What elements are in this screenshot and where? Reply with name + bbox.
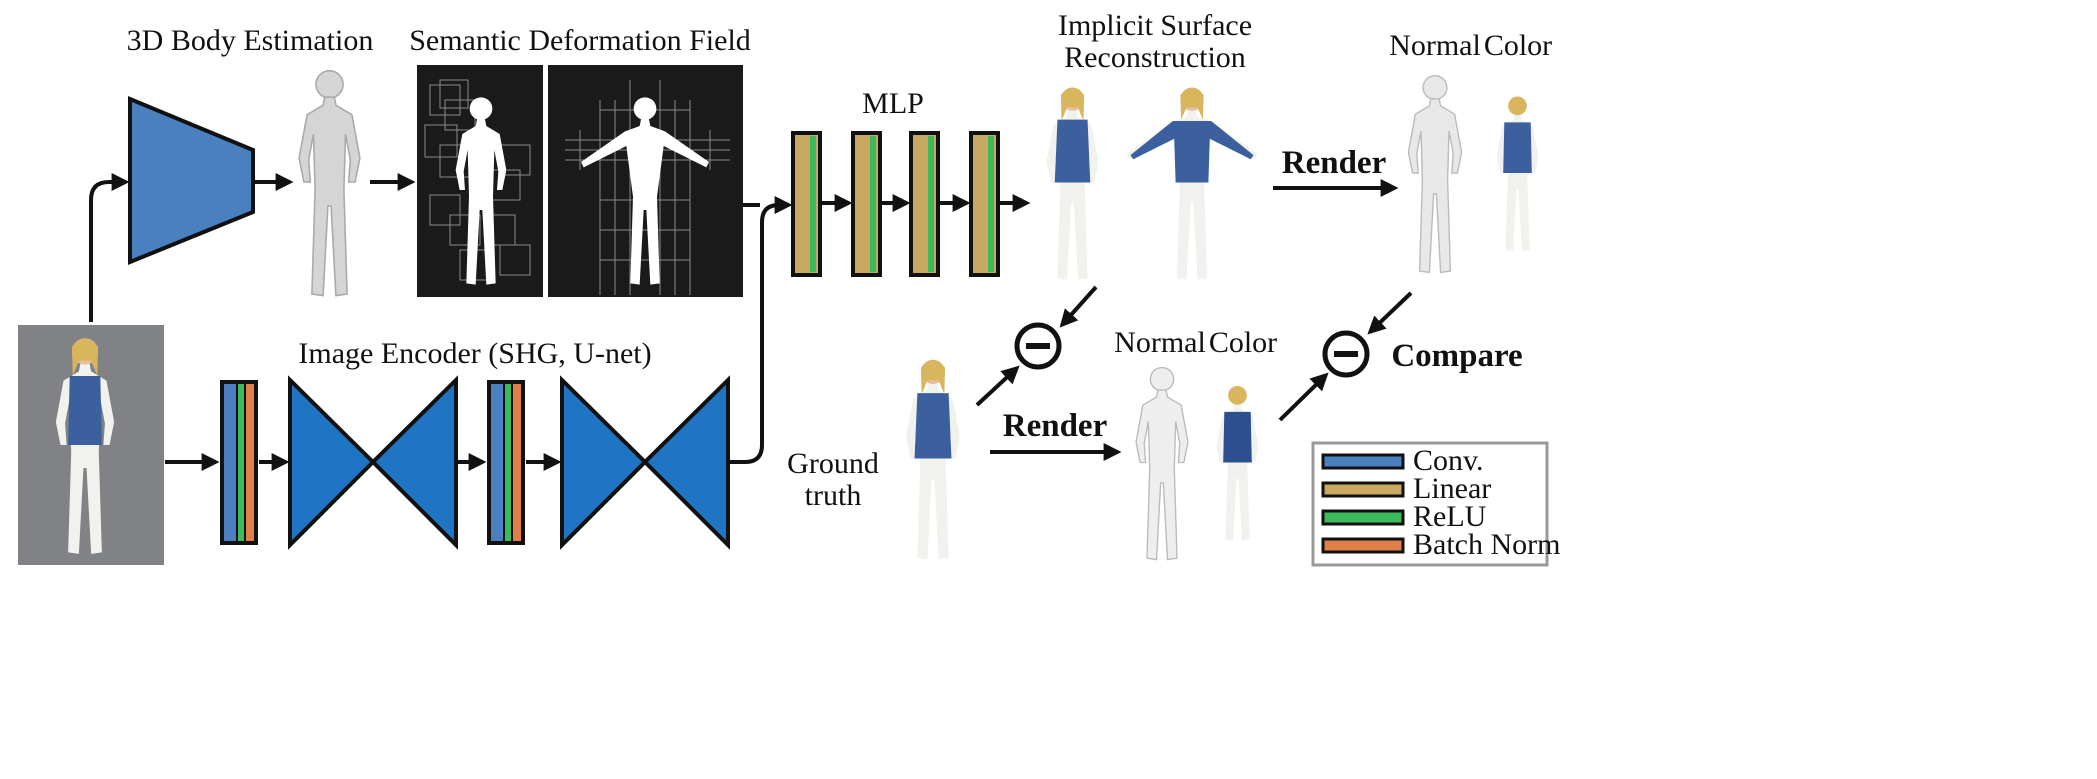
legend-item-conv: Conv. <box>1321 444 1484 477</box>
body-mesh-person-figure-icon <box>299 71 360 296</box>
normal-top-label: Normal <box>1389 29 1481 62</box>
compare-label: Compare <box>1391 338 1522 374</box>
normal-bottom-label: Normal <box>1114 326 1206 359</box>
color-bottom-label: Color <box>1209 326 1277 359</box>
body-encoder-block <box>128 96 255 265</box>
legend-label-linear: Linear <box>1413 472 1491 505</box>
legend-label-conv: Conv. <box>1413 444 1484 477</box>
input-photo <box>18 325 164 565</box>
mlp-label: MLP <box>862 87 924 120</box>
render-top-label: Render <box>1282 145 1386 181</box>
reconstruction-tpose-person-figure-icon <box>1126 87 1257 280</box>
legend-item-relu: ReLU <box>1321 500 1487 533</box>
ground-truth-person-figure-icon <box>906 359 960 560</box>
legend-label-batch-norm: Batch Norm <box>1413 528 1560 561</box>
mlp-block-1 <box>791 131 822 277</box>
legend-item-batch-norm: Batch Norm <box>1321 528 1560 561</box>
arrow-icon <box>1059 285 1098 328</box>
image-encoder-label: Image Encoder (SHG, U-net) <box>298 337 651 370</box>
rendered-color-top-person-figure-icon <box>1497 96 1539 252</box>
rendered-normal-top-person-figure-icon <box>1408 76 1461 273</box>
ground-truth-label-line2: truth <box>805 479 862 512</box>
arrow-icon <box>1278 372 1329 422</box>
legend: Conv. Linear ReLU Batch Norm <box>1311 441 1560 567</box>
arrow-icon <box>729 196 793 464</box>
render-bottom-label: Render <box>1003 408 1107 444</box>
color-top-label: Color <box>1484 29 1552 62</box>
body-estimation-label: 3D Body Estimation <box>127 24 374 57</box>
implicit-surface-label-line2: Reconstruction <box>1064 41 1246 74</box>
flow-arrows <box>89 173 1413 471</box>
arrow-icon <box>1367 291 1413 335</box>
deformation-field-label: Semantic Deformation Field <box>409 24 751 57</box>
minus-circle-icon <box>1014 322 1062 370</box>
mlp-block-2 <box>851 131 882 277</box>
arrow-icon <box>975 365 1020 407</box>
reconstruction-person-figure-icon <box>1047 87 1099 280</box>
minus-circle-icon <box>1322 330 1370 378</box>
mlp-block-3 <box>909 131 940 277</box>
implicit-surface-label-line1: Implicit Surface <box>1058 9 1252 42</box>
encoder-conv-block-1 <box>220 380 258 545</box>
hourglass-1 <box>288 375 458 550</box>
input-person-figure-icon <box>56 338 114 553</box>
legend-item-linear: Linear <box>1321 472 1491 505</box>
rendered-normal-bottom-person-figure-icon <box>1136 368 1188 560</box>
deformation-panel-left <box>417 65 543 297</box>
rendered-color-bottom-person-figure-icon <box>1217 386 1259 541</box>
mlp-block-4 <box>969 131 1000 277</box>
arrow-icon <box>89 173 130 322</box>
ground-truth-label-line1: Ground <box>787 447 879 480</box>
legend-label-relu: ReLU <box>1413 500 1487 533</box>
deformation-panel-right <box>548 65 743 297</box>
encoder-conv-block-2 <box>487 380 525 545</box>
hourglass-2 <box>560 375 730 550</box>
